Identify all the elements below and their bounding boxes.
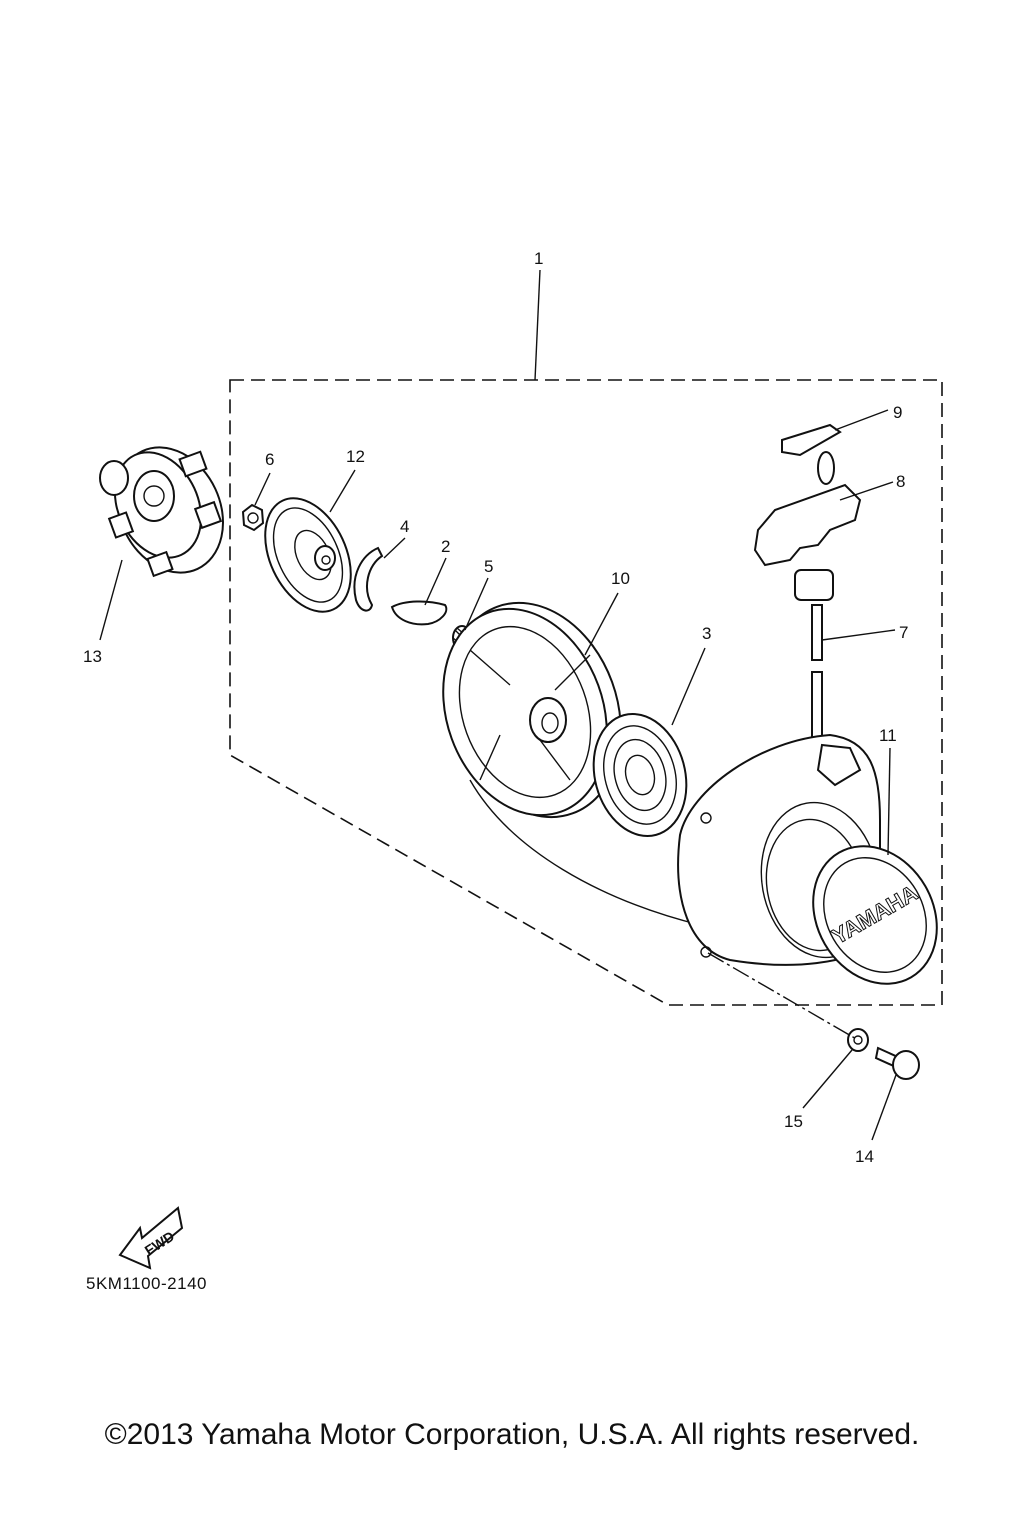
part-11-cover: YAMAHA [812,845,938,985]
callout-9: 9 [893,403,902,422]
fwd-arrow-icon: FWD [118,1206,184,1270]
callout-14: 14 [855,1147,874,1166]
part-8-starter-handle [753,451,862,601]
callout-7: 7 [899,623,908,642]
part-4-spring-clip [353,546,384,612]
part-12-friction-plate [264,497,352,613]
leader-lines [99,269,897,1141]
part-15-washer [847,1028,869,1052]
callout-11: 11 [879,726,897,745]
callout-6: 6 [265,450,274,469]
callout-5: 5 [484,557,493,576]
part-13-drive-pulley [99,446,224,578]
part-6-nut [241,503,265,532]
drawing-code: 5KM1100-2140 [86,1274,207,1293]
callout-2: 2 [441,537,450,556]
callout-12: 12 [346,447,365,466]
part-7-rope [811,604,823,746]
callout-numbers: 1 2 3 4 5 6 7 8 9 10 11 12 13 14 15 [83,249,908,1166]
part-2-pawl [390,600,448,626]
callout-4: 4 [400,517,409,536]
callout-1: 1 [534,249,543,268]
assembly-axis [707,952,859,1041]
part-9-handle-cap [781,423,842,457]
assembly-boundary [229,379,943,1006]
copyright-notice: ©2013 Yamaha Motor Corporation, U.S.A. A… [104,1418,920,1451]
starter-rope [469,779,701,926]
part-3-recoil-spring [592,712,688,838]
callout-15: 15 [784,1112,803,1131]
callout-13: 13 [83,647,102,666]
callout-10: 10 [611,569,630,588]
part-10-rope-reel [442,601,622,819]
callout-3: 3 [702,624,711,643]
part-14-bolt [874,1046,920,1080]
callout-8: 8 [896,472,905,491]
